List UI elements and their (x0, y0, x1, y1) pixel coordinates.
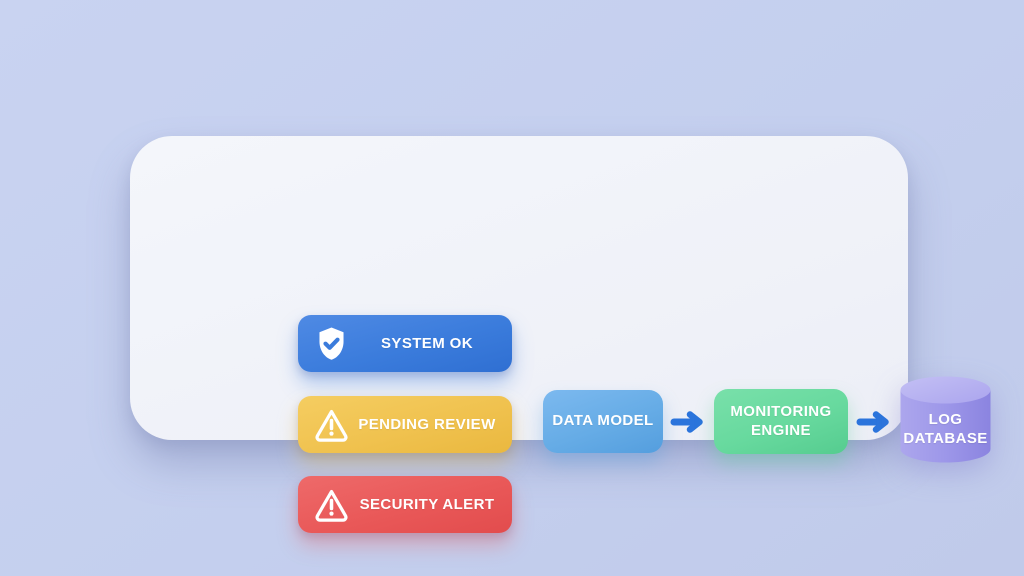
status-badge-pending-review: PENDING REVIEW (298, 396, 512, 453)
flow-node-log-database: LOG DATABASE (900, 375, 991, 466)
warning-triangle-icon (313, 406, 350, 443)
warning-triangle-icon (313, 486, 350, 523)
shield-check-icon (313, 325, 350, 362)
status-badge-label: SECURITY ALERT (359, 496, 495, 513)
flow-node-data-model: DATA MODEL (543, 390, 663, 453)
arrow-right-icon (856, 411, 889, 433)
arrow-right-icon (670, 411, 703, 433)
status-badge-label: SYSTEM OK (381, 335, 473, 352)
status-badge-system-ok: SYSTEM OK (298, 315, 512, 372)
database-cylinder-icon (900, 376, 991, 463)
diagram-card: SYSTEM OK PENDING REVIEW SECURITY AL (130, 136, 991, 533)
flow-node-label: DATA MODEL (552, 412, 654, 430)
flow-node-label: LOG DATABASE (903, 411, 988, 447)
status-badge-security-alert: SECURITY ALERT (298, 476, 512, 533)
status-badge-label: PENDING REVIEW (358, 416, 496, 433)
flow-node-monitoring-engine: MONITORING ENGINE (714, 389, 848, 454)
flow-node-label: MONITORING ENGINE (730, 402, 832, 439)
